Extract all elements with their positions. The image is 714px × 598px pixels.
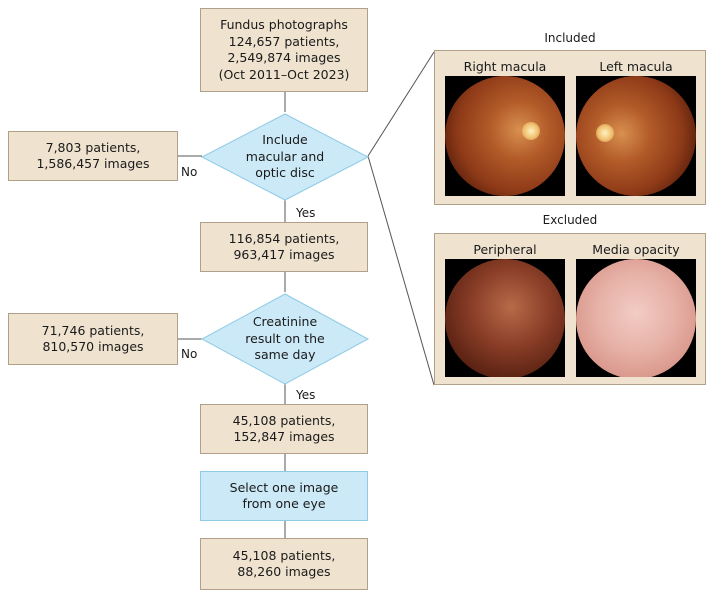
retina-disc: [445, 76, 565, 196]
final-line: 45,108 patients,: [232, 547, 336, 563]
decision-2-line: Creatinine: [252, 314, 318, 330]
yes-label-2: Yes: [296, 388, 316, 402]
right-macula-caption: Right macula: [463, 59, 547, 74]
included-panel-title: Included: [544, 31, 596, 45]
decision-diamond-2: [200, 293, 370, 385]
retina-disc: [576, 259, 696, 377]
optic-disc-icon: [596, 124, 614, 142]
after-1-line: 963,417 images: [233, 247, 335, 262]
after-2-line: 152,847 images: [233, 429, 335, 444]
excluded-panel-title: Excluded: [542, 213, 598, 227]
select-line: from one eye: [242, 496, 326, 511]
excluded-panel: Peripheral Media opacity: [434, 233, 706, 385]
excluded-box-1: 7,803 patients, 1,586,457 images: [8, 131, 178, 181]
left-macula-image: [576, 76, 696, 196]
decision-2-text: Creatinine result on the same day: [225, 308, 345, 370]
no-label-2: No: [181, 347, 198, 361]
decision-2-line: same day: [254, 347, 316, 363]
media-opacity-caption: Media opacity: [592, 242, 680, 257]
after-2-line: 45,108 patients,: [232, 412, 336, 428]
decision-2-line: result on the: [245, 330, 325, 346]
retina-disc: [445, 259, 565, 377]
retina-disc: [576, 76, 696, 196]
yes-label-1: Yes: [296, 206, 316, 220]
start-line: 2,549,874 images: [227, 50, 341, 65]
after-decision-2-box: 45,108 patients, 152,847 images: [200, 404, 368, 454]
excluded-2-line: 71,746 patients,: [41, 322, 145, 338]
after-1-line: 116,854 patients,: [228, 230, 340, 246]
connector-d1-to-excluded-panel: [367, 155, 435, 386]
connector-d1-to-included-panel: [367, 51, 435, 157]
excluded-1-line: 1,586,457 images: [36, 156, 150, 171]
decision-diamond-1: [200, 113, 370, 201]
select-image-box: Select one image from one eye: [200, 471, 368, 521]
optic-disc-icon: [522, 122, 540, 140]
peripheral-image: [445, 259, 565, 377]
left-macula-caption: Left macula: [599, 59, 673, 74]
excluded-2-line: 810,570 images: [42, 339, 144, 354]
decision-1-line: Include: [262, 132, 308, 148]
decision-1-text: Include macular and optic disc: [225, 126, 345, 188]
start-box: Fundus photographs 124,657 patients, 2,5…: [200, 8, 368, 92]
decision-1-line: optic disc: [255, 165, 315, 181]
right-macula-image: [445, 76, 565, 196]
after-decision-1-box: 116,854 patients, 963,417 images: [200, 222, 368, 272]
excluded-box-2: 71,746 patients, 810,570 images: [8, 313, 178, 365]
excluded-1-line: 7,803 patients,: [45, 139, 141, 155]
select-line: Select one image: [229, 479, 339, 495]
start-line: (Oct 2011–Oct 2023): [218, 66, 350, 82]
media-opacity-image: [576, 259, 696, 377]
final-box: 45,108 patients, 88,260 images: [200, 538, 368, 590]
peripheral-caption: Peripheral: [473, 242, 537, 257]
decision-1-line: macular and: [245, 148, 325, 164]
final-line: 88,260 images: [237, 564, 331, 579]
no-label-1: No: [181, 165, 198, 179]
start-line: Fundus photographs: [220, 17, 348, 32]
included-panel: Right macula Left macula: [434, 50, 706, 205]
start-line: 124,657 patients,: [228, 33, 340, 49]
